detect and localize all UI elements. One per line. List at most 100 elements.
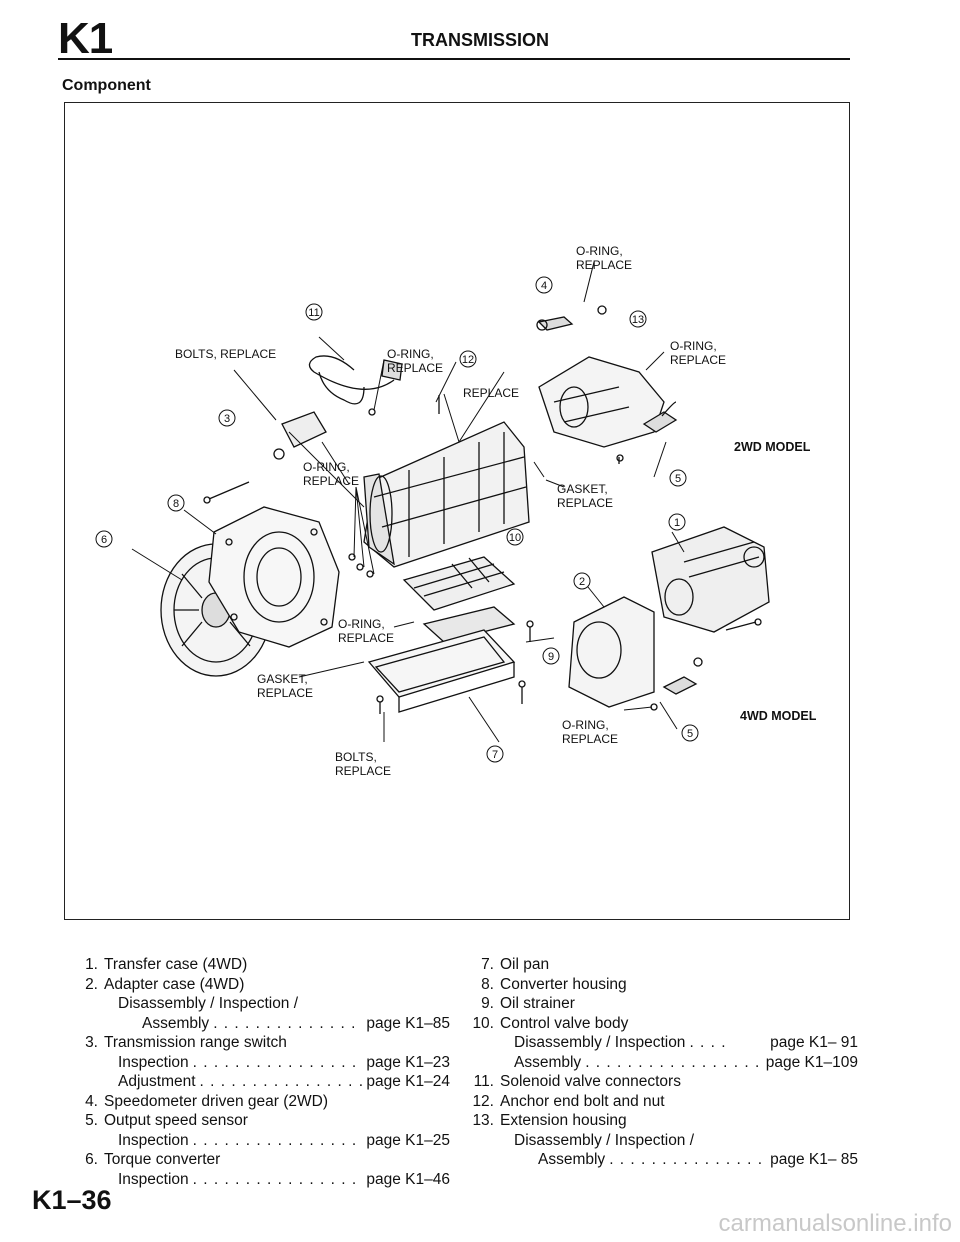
callout-gasket-low-1: GASKET, xyxy=(257,672,308,686)
transmission-case-drawing xyxy=(363,421,530,568)
callout-gasket-mid-1: GASKET, xyxy=(557,482,608,496)
callout-number-12: 12 xyxy=(462,354,474,366)
legend-item-number: 5. xyxy=(85,1112,98,1129)
legend-page-reference: page K1–109 xyxy=(765,1053,858,1071)
legend-item: 13.Extension housing xyxy=(466,1111,858,1131)
speed-sensor-4wd-drawing xyxy=(662,657,703,695)
callout-oring-low-2: REPLACE xyxy=(338,631,394,645)
callout-bolts-replace: BOLTS, REPLACE xyxy=(175,347,276,361)
callout-number-2: 2 xyxy=(579,576,585,588)
figure-frame xyxy=(64,102,850,920)
legend-item-text: Torque converter xyxy=(104,1151,221,1168)
callout-oring-left-1: O-RING, xyxy=(303,460,350,474)
oil-pan-drawing xyxy=(367,629,516,713)
callout-number-5-bottom: 5 xyxy=(687,728,693,740)
legend-page-reference: page K1–24 xyxy=(366,1073,450,1090)
callout-number-10: 10 xyxy=(509,532,521,544)
legend-item-text: Anchor end bolt and nut xyxy=(500,1092,665,1110)
legend-item: 6. Torque converter xyxy=(70,1150,450,1170)
legend-item-number: 9. xyxy=(481,995,494,1012)
legend-item-text: Control valve body xyxy=(500,1014,629,1032)
model-label-4wd: 4WD MODEL xyxy=(740,709,817,723)
legend-item-number: 7. xyxy=(481,956,494,973)
legend-item-text: Oil pan xyxy=(500,956,550,973)
legend-subitem-label: Inspection xyxy=(118,1170,189,1188)
range-switch-drawing xyxy=(273,411,327,460)
legend-subitem: Disassembly / Inspection / xyxy=(70,994,450,1014)
valve-body-drawing xyxy=(402,556,516,611)
legend-item-number: 2. xyxy=(85,975,98,993)
legend-item: 4. Speedometer driven gear (2WD) xyxy=(70,1092,450,1112)
legend-leader-dots: . . . . . . . . . . . . . . . . xyxy=(609,1151,767,1168)
speed-sensor-2wd-drawing xyxy=(642,401,678,433)
legend-item-number: 8. xyxy=(481,975,494,993)
callout-number-3: 3 xyxy=(224,413,230,425)
legend-right: 7. Oil pan 8. Converter housing 9. Oil strain… xyxy=(466,955,858,1170)
legend-item-text: Converter housing xyxy=(500,975,627,993)
legend-leader-dots: . . . . xyxy=(689,1034,727,1051)
oil-strainer-drawing xyxy=(422,606,516,643)
callout-number-9: 9 xyxy=(548,651,554,663)
extension-housing-drawing xyxy=(538,356,665,448)
legend-item-number: 3. xyxy=(85,1034,98,1051)
page-title: TRANSMISSION xyxy=(410,30,549,50)
legend-leader-dots: . . . . . . . . . . . . . . . . . xyxy=(199,1073,363,1090)
solenoid-harness-drawing xyxy=(308,355,403,405)
callout-number-5-top: 5 xyxy=(675,473,681,485)
callout-number-8: 8 xyxy=(173,498,179,510)
legend-item-text: Oil strainer xyxy=(500,995,575,1012)
transfer-case-drawing xyxy=(651,526,770,633)
legend-subitem: Assembly. . . . . . . . . . . . . . . . … xyxy=(70,1014,450,1034)
legend-item-text: Solenoid valve connectors xyxy=(500,1073,681,1090)
legend-subitem: Disassembly / Inspection. . . .page K1– … xyxy=(466,1033,858,1053)
speedometer-gear-drawing xyxy=(536,316,574,331)
legend-subitem: Inspection. . . . . . . . . . . . . . . … xyxy=(70,1053,450,1073)
legend-item-text: Speedometer driven gear (2WD) xyxy=(104,1092,328,1110)
legend-page-reference: page K1–25 xyxy=(366,1131,450,1149)
callout-oring-mid-2: REPLACE xyxy=(387,361,443,375)
legend-subitem-label: Inspection xyxy=(118,1131,189,1149)
legend-page-reference: page K1–23 xyxy=(366,1053,450,1071)
callout-bolts-bottom-2: REPLACE xyxy=(335,764,391,778)
legend-leader-dots: . . . . . . . . . . . . . . . . . . xyxy=(192,1053,363,1071)
callout-circles xyxy=(95,276,699,763)
callout-oring-mid-1: O-RING, xyxy=(387,347,434,361)
legend-item-text: Adapter case (4WD) xyxy=(104,975,245,993)
legend-item: 10.Control valve body xyxy=(466,1014,858,1034)
legend-subitem: Assembly. . . . . . . . . . . . . . . . … xyxy=(466,1053,858,1073)
legend-page-reference: page K1– 85 xyxy=(770,1151,858,1168)
legend-item-number: 12. xyxy=(472,1092,494,1110)
legend-item: 11. Solenoid valve connectors xyxy=(466,1072,858,1092)
legend-subitem-label: Disassembly / Inspection xyxy=(514,1034,686,1051)
legend-item: 7. Oil pan xyxy=(466,955,858,975)
watermark: carmanualsonline.info xyxy=(718,1210,952,1237)
converter-housing-drawing xyxy=(208,506,340,648)
legend-item-number: 4. xyxy=(85,1092,98,1110)
legend-item-number: 11. xyxy=(473,1073,494,1090)
legend-page-reference: page K1–85 xyxy=(366,1014,450,1032)
callout-number-13: 13 xyxy=(632,314,644,326)
legend-subitem-label: Assembly xyxy=(538,1151,606,1168)
legend-item-text: Output speed sensor xyxy=(104,1112,248,1129)
callout-oring-4wd-1: O-RING, xyxy=(562,718,609,732)
legend-leader-dots: . . . . . . . . . . . . . . . . . . xyxy=(192,1131,363,1149)
legend-item: 8. Converter housing xyxy=(466,975,858,995)
callout-number-4: 4 xyxy=(541,280,547,292)
section-code: K1 xyxy=(58,14,113,63)
legend-item: 9. Oil strainer xyxy=(466,994,858,1014)
callout-oring-top-2: REPLACE xyxy=(576,258,632,272)
exploded-diagram: 4 11 13 12 3 5 8 1 10 6 2 9 5 7 O-RING, … xyxy=(95,244,817,778)
legend-subitem: Inspection. . . . . . . . . . . . . . . … xyxy=(70,1131,450,1151)
header-rule xyxy=(58,58,850,60)
legend-item: 12. Anchor end bolt and nut xyxy=(466,1092,858,1112)
legend-item: 1. Transfer case (4WD) xyxy=(70,955,450,975)
legend-item-number: 1. xyxy=(85,956,98,973)
legend-subitem-label: Assembly xyxy=(142,1014,210,1032)
legend-item-number: 6. xyxy=(85,1151,98,1168)
legend-subitem-label: Inspection xyxy=(118,1053,189,1071)
callout-oring-right-1: O-RING, xyxy=(670,339,717,353)
legend-item-text: Transfer case (4WD) xyxy=(104,956,248,973)
legend-leader-dots: . . . . . . . . . . . . . . . . . xyxy=(585,1053,761,1071)
bolts-drawing xyxy=(203,305,762,714)
callout-oring-right-2: REPLACE xyxy=(670,353,726,367)
